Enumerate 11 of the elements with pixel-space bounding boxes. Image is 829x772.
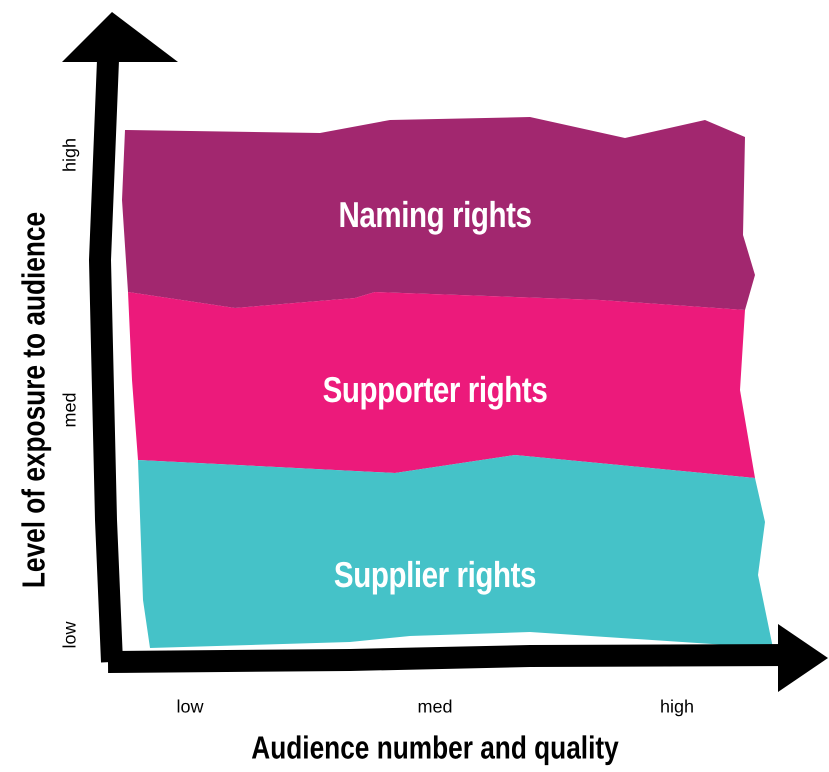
tick-label: med — [60, 392, 80, 428]
axis-title: Level of exposure to audience — [16, 212, 52, 588]
band-label: Supplier rights — [334, 554, 536, 596]
tick-label: low — [176, 696, 204, 718]
axis-title: Audience number and quality — [251, 730, 619, 766]
tick-label: high — [660, 696, 694, 718]
tick-label: low — [60, 622, 80, 648]
band-label: Supporter rights — [322, 369, 548, 411]
band-label: Naming rights — [338, 194, 532, 236]
tick-label: med — [418, 696, 452, 718]
tick-label: high — [60, 138, 80, 172]
